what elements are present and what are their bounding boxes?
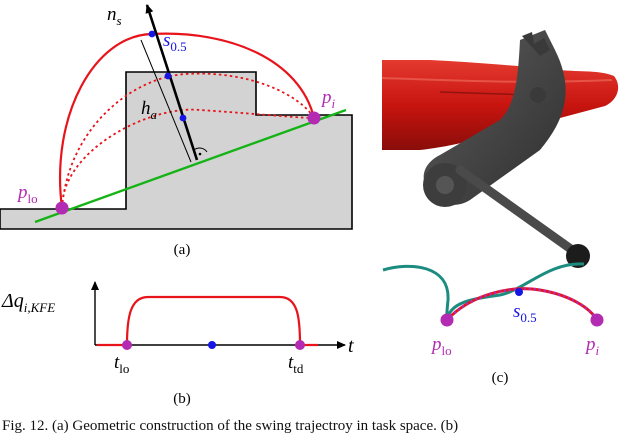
panel-a: ns s0.5 ha plo pi (a) xyxy=(0,4,353,258)
b-point-mid xyxy=(208,341,216,349)
robot-foot xyxy=(566,244,590,268)
c-label-p-lo: plo xyxy=(430,334,452,358)
label-n-s: ns xyxy=(107,4,122,28)
label-p-lo: plo xyxy=(16,182,38,206)
point-p-lo xyxy=(55,201,69,215)
c-swing-trajectory-dash xyxy=(445,287,599,322)
panel-c-label: (c) xyxy=(492,370,509,386)
point-p-i xyxy=(307,111,321,125)
point-mid xyxy=(164,72,172,80)
normal-axis xyxy=(145,4,199,161)
terrain-steps xyxy=(0,71,353,230)
robot-hip-joint xyxy=(530,87,546,103)
label-p-i: pi xyxy=(320,87,336,111)
robot-body-highlight xyxy=(381,77,613,83)
point-low xyxy=(179,114,187,122)
panel-c: s0.5 plo pi (c) xyxy=(381,30,619,386)
robot-thigh xyxy=(423,30,566,205)
b-label-t-lo: tlo xyxy=(114,352,129,376)
panel-b: Δqi,KFE t tlo ttd (b) xyxy=(1,281,354,407)
ground-line xyxy=(34,108,347,224)
b-label-x: t xyxy=(348,335,354,357)
robot-shank xyxy=(455,165,580,257)
c-label-s05: s0.5 xyxy=(513,301,537,325)
c-point-s05 xyxy=(515,288,523,296)
right-angle-mark xyxy=(193,147,208,153)
b-label-y: Δqi,KFE xyxy=(1,290,55,315)
robot-knee-hub xyxy=(436,176,454,194)
height-line xyxy=(140,39,192,163)
c-label-p-i: pi xyxy=(584,334,600,358)
c-point-p-i xyxy=(590,313,604,327)
label-s05: s0.5 xyxy=(163,30,187,54)
panel-a-label: (a) xyxy=(174,242,191,258)
dotted-trajectory-outer xyxy=(61,72,315,209)
panel-b-label: (b) xyxy=(173,391,191,407)
knee-profile xyxy=(97,295,318,347)
b-point-t-td xyxy=(295,340,305,350)
b-point-t-lo xyxy=(122,340,132,350)
c-point-p-lo xyxy=(440,313,454,327)
right-angle-dot xyxy=(198,152,202,156)
b-label-t-td: ttd xyxy=(288,352,304,376)
point-s05 xyxy=(148,30,156,38)
figure-caption: Fig. 12. (a) Geometric construction of t… xyxy=(2,418,459,434)
robot-hip-bracket xyxy=(522,32,550,56)
label-h-a: ha xyxy=(141,98,158,122)
